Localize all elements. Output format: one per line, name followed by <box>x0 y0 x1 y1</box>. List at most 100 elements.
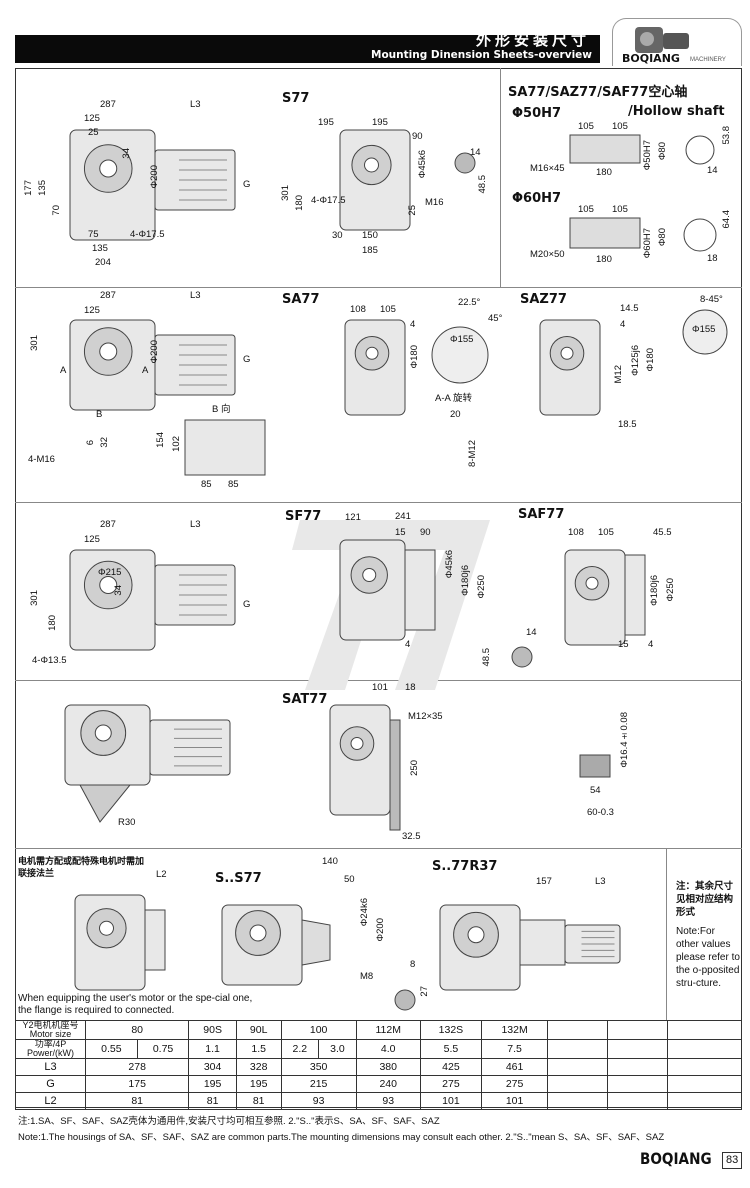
table-cell: 93 <box>355 1092 421 1110</box>
dim-label: 105 <box>598 527 614 538</box>
dim-label: 32.5 <box>402 831 421 842</box>
dim-label: 180 <box>596 167 612 178</box>
divider <box>15 680 742 681</box>
row-label: Y2电机机座号 Motor size <box>15 1020 86 1040</box>
dim-label: 14 <box>526 627 537 638</box>
table-cell: 425 <box>419 1058 483 1076</box>
dim-label: 105 <box>612 121 628 132</box>
dim-label: 287 <box>100 99 116 110</box>
dim-label: 301 <box>29 335 40 351</box>
dim-label: 180 <box>294 195 305 211</box>
dim-label: 4 <box>405 639 411 650</box>
table-cell: 81 <box>84 1092 190 1110</box>
dim-label: Φ200 <box>149 340 160 364</box>
dim-label: B <box>96 409 103 420</box>
table-cell <box>607 1075 668 1093</box>
dim-label: 102 <box>171 436 182 452</box>
section-title-sat77: SAT77 <box>282 692 328 707</box>
dim-label: 25 <box>407 205 418 216</box>
dim-label: 108 <box>568 527 584 538</box>
hollow-shaft-50-section <box>685 135 715 165</box>
side-note-en: Note:For other values please refer to th… <box>676 926 740 989</box>
dim-label: Φ180j6 <box>649 575 660 606</box>
table-cell: 2.2 <box>280 1039 320 1059</box>
logo-sub: MACHINERY <box>690 57 726 63</box>
dim-label: 105 <box>578 121 594 132</box>
dim-label: 18.5 <box>618 419 637 430</box>
table-cell: 7.5 <box>481 1039 548 1059</box>
saz77-flange <box>682 309 728 355</box>
table-cell: 3.0 <box>318 1039 357 1059</box>
sf77-bore <box>99 576 118 594</box>
table-cell <box>607 1058 668 1076</box>
dim-label: 4 <box>648 639 654 650</box>
table-cell <box>607 1092 668 1110</box>
table-cell <box>547 1039 608 1059</box>
dim-label: 8-M12 <box>467 440 478 467</box>
dim-label: 53.8 <box>721 126 732 145</box>
s77-bore <box>99 159 118 178</box>
dim-label: Φ24k6 <box>359 898 370 927</box>
table-cell: 1.1 <box>188 1039 237 1059</box>
page-number: 83 <box>722 1152 743 1169</box>
dim-label: M8 <box>360 971 374 982</box>
dim-label: 45.5 <box>653 527 672 538</box>
page-title-en: Mounting Dinension Sheets-overview <box>371 49 592 61</box>
dim-label: 18 <box>707 253 718 264</box>
dim-label: 50 <box>344 874 355 885</box>
dim-label: 48.5 <box>477 175 488 194</box>
section-title-s77r37: S..77R37 <box>432 859 498 874</box>
dim-label: Φ250 <box>476 575 487 599</box>
dim-label: 4-Φ17.5 <box>130 229 165 240</box>
flange-note-cn: 电机需方配或配特殊电机时需加联接法兰 <box>18 856 145 878</box>
dim-label: 287 <box>100 519 116 530</box>
saf77-flange <box>624 554 646 636</box>
table-cell <box>547 1058 608 1076</box>
ss77-adapter <box>301 919 331 966</box>
ss77-bore <box>249 924 267 942</box>
dim-label: Φ155 <box>450 334 474 345</box>
row-label: L3 <box>15 1058 86 1076</box>
dim-label: 4-Φ13.5 <box>32 655 67 666</box>
dim-label: 14 <box>470 147 481 158</box>
dim-label: 45° <box>488 313 503 324</box>
dim-label: 135 <box>92 243 108 254</box>
dim-label: 105 <box>612 204 628 215</box>
table-cell <box>667 1075 742 1093</box>
dim-label: 105 <box>578 204 594 215</box>
dim-label: M16 <box>425 197 444 208</box>
dim-label: 301 <box>280 185 291 201</box>
header-banner: 外形安装尺寸 Mounting Dinension Sheets-overvie… <box>15 33 600 63</box>
dim-label: 204 <box>95 257 111 268</box>
section-subtitle-hollow: /Hollow shaft <box>628 104 725 119</box>
shaft-size-60: Φ60H7 <box>512 191 562 206</box>
dim-label: 150 <box>362 230 378 241</box>
sf77-key-section <box>511 646 533 668</box>
saz77-bore <box>560 346 574 360</box>
sa77-side-bore <box>365 346 379 360</box>
side-note: 注：其余尺寸见相对应结构形式 Note:For other values ple… <box>676 880 740 990</box>
section-title-hollow: SA77/SAZ77/SAF77空心轴 <box>508 85 688 100</box>
dim-label: 125 <box>84 534 100 545</box>
dim-label: 4 <box>620 319 626 330</box>
dim-label: Φ45k6 <box>417 150 428 179</box>
dim-label: 70 <box>51 205 62 216</box>
table-cell <box>607 1020 668 1040</box>
dim-label: R30 <box>118 817 136 828</box>
table-cell <box>547 1075 608 1093</box>
s77-side-bore <box>364 157 379 173</box>
s77r37-bore <box>467 926 485 944</box>
dim-label: Φ180 <box>409 345 420 369</box>
dim-label: 125 <box>84 305 100 316</box>
dim-label: 108 <box>350 304 366 315</box>
sa77-b-view <box>184 419 266 476</box>
hollow-shaft-50 <box>569 134 641 164</box>
dim-label: 27 <box>419 986 430 997</box>
table-cell: 0.55 <box>85 1039 138 1059</box>
section-title-ss77: S..S77 <box>215 871 262 886</box>
dim-label: 177 <box>23 180 34 196</box>
table-cell: 350 <box>280 1058 357 1076</box>
logo-brand: BOQIANG <box>622 52 680 65</box>
